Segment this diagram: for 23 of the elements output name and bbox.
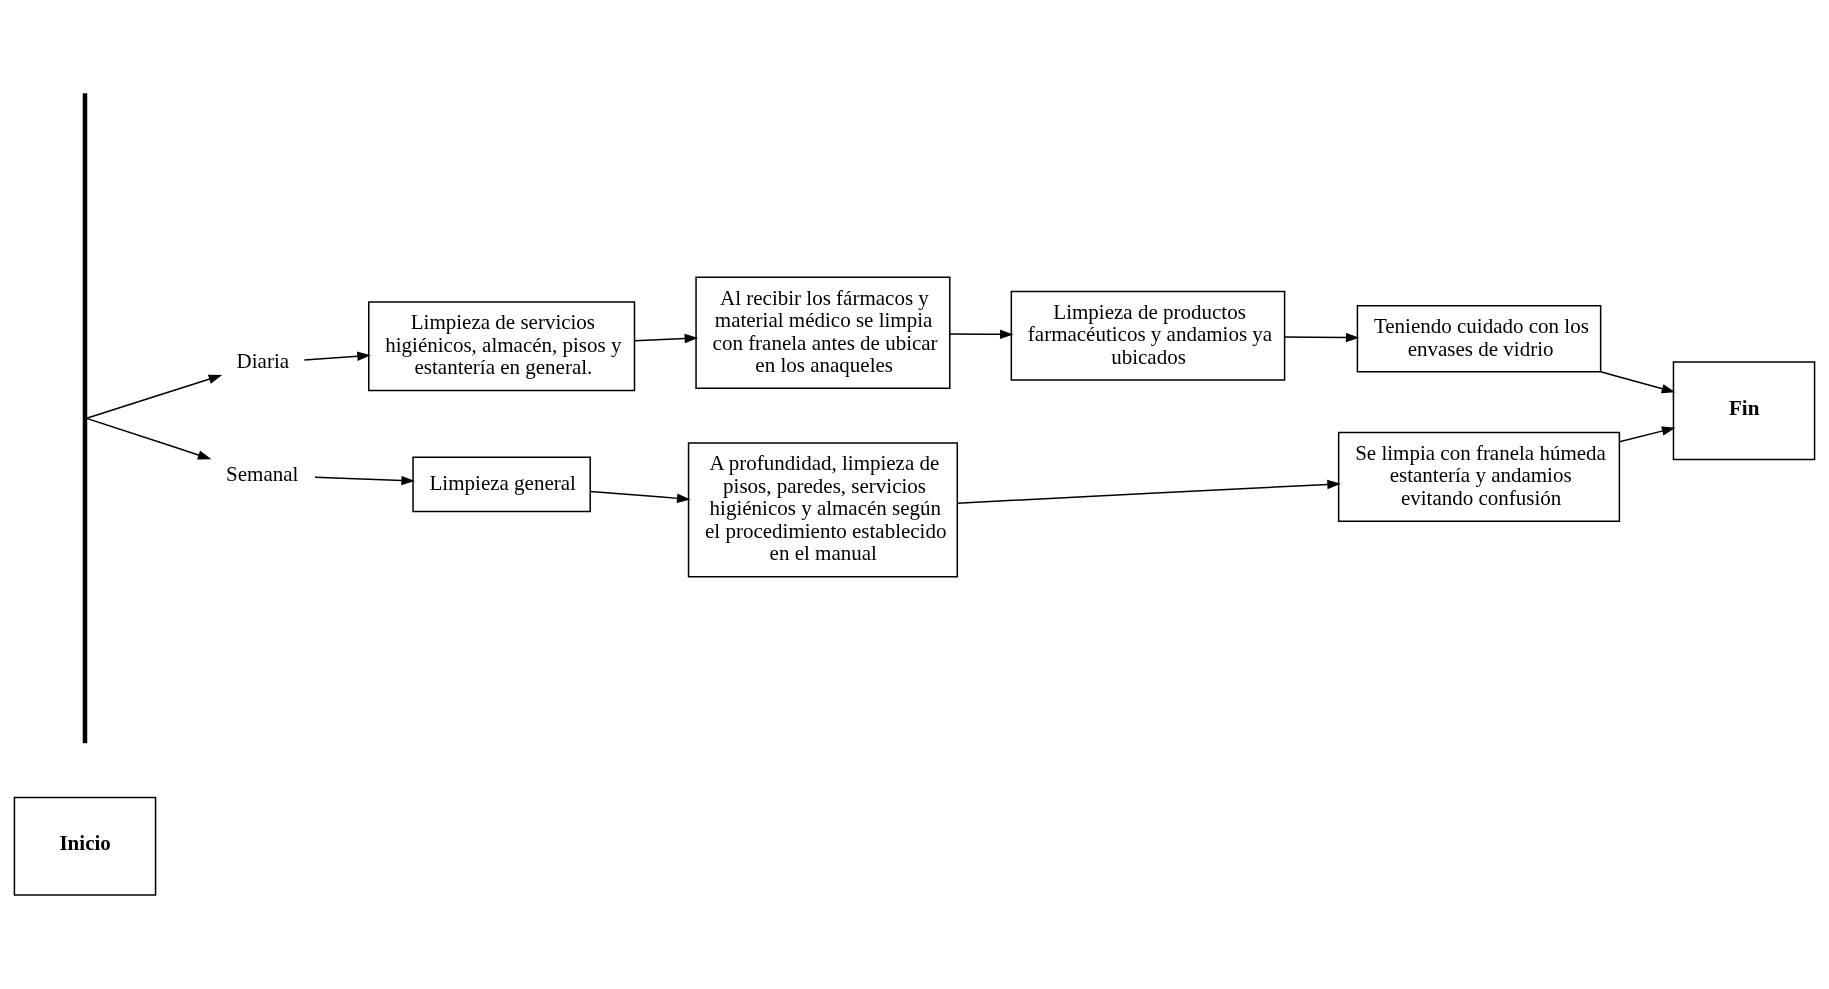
node-box: Limpieza de servicios higiénicos, almacén, pisos y estantería en general. [368,301,636,392]
node-box: Teniendo cuidado con los envases de vidrio [1356,304,1602,373]
node-text: Semanal [226,461,299,486]
node-bar [82,93,88,744]
arrow [1284,332,1360,343]
node-box: A profundidad, limpieza de pisos, paredes, servicios higiénicos y almacén según el procedimiento establecido en el manual [687,442,959,578]
node-box: Inicio [13,796,157,896]
arrow [634,333,699,344]
node-box: Se limpia con franela húmeda estantería y andamios evitando confusión [1337,431,1621,522]
node-box: Fin [1672,361,1816,461]
arrow [1618,426,1676,443]
node-box: Limpieza general [412,456,591,513]
arrow [1600,371,1676,394]
arrow [303,351,371,361]
arrow [956,479,1341,504]
node-text: Diaria [236,349,290,374]
arrow [314,475,415,486]
arrow [589,490,691,504]
arrow [85,417,212,460]
node-box: Limpieza de productos farmacéuticos y andamios ya ubicados [1010,290,1286,381]
node-box: Al recibir los fármacos y material médico se limpia con franela antes de ubicar en los anaqueles [695,276,951,390]
arrow [949,329,1014,340]
arrow [85,374,223,419]
